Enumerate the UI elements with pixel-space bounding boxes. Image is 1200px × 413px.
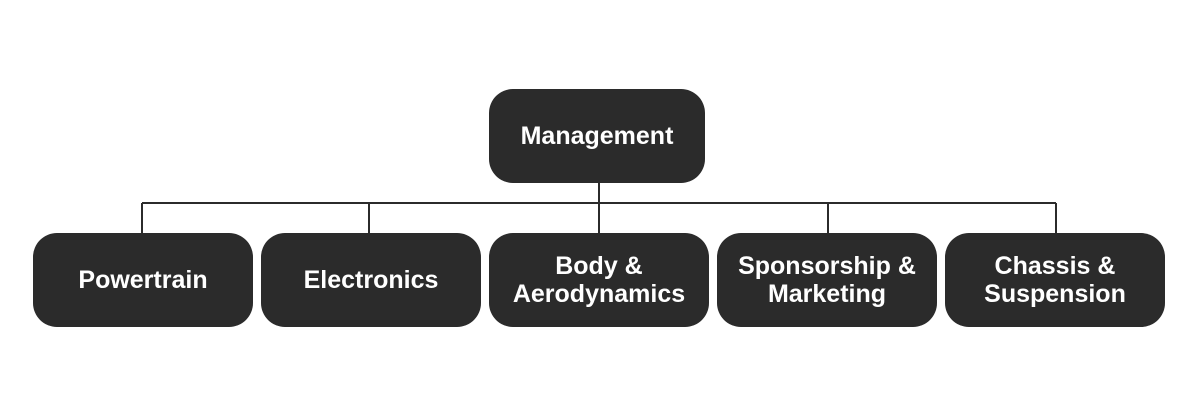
node-sponsorship-marketing: Sponsorship & Marketing <box>717 233 937 327</box>
node-sponsorship-marketing-label: Sponsorship & Marketing <box>738 252 916 308</box>
node-powertrain: Powertrain <box>33 233 253 327</box>
node-management-label: Management <box>520 122 674 150</box>
node-powertrain-label: Powertrain <box>78 266 208 294</box>
node-electronics: Electronics <box>261 233 481 327</box>
node-chassis-suspension-label: Chassis & Suspension <box>984 252 1126 308</box>
node-electronics-label: Electronics <box>303 266 439 294</box>
node-chassis-suspension: Chassis & Suspension <box>945 233 1165 327</box>
node-management: Management <box>489 89 705 183</box>
node-body-aerodynamics-label: Body & Aerodynamics <box>512 252 686 308</box>
node-body-aerodynamics: Body & Aerodynamics <box>489 233 709 327</box>
